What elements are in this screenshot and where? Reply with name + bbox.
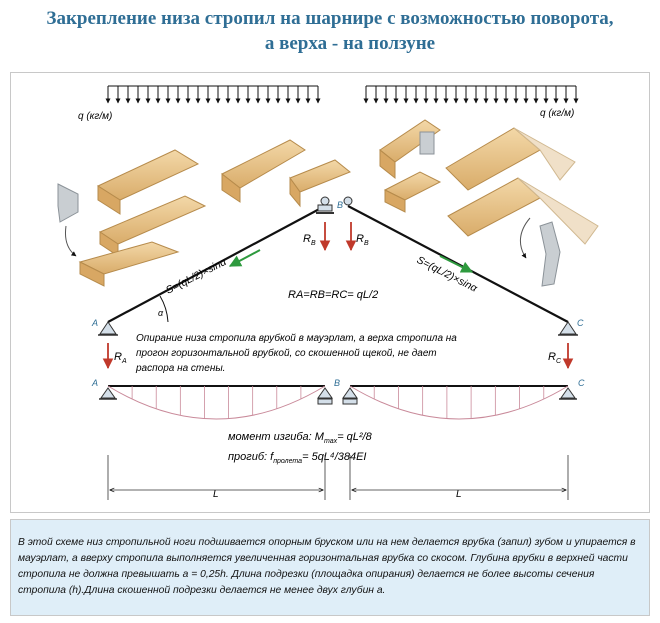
moment-curve-right <box>349 385 569 420</box>
beam-support-a <box>99 387 117 400</box>
node-c-beam: C <box>578 378 585 388</box>
joint-illustration-ridge-left <box>221 139 351 208</box>
reaction-label-b-left: RB <box>303 233 316 247</box>
node-b-beam: B <box>334 378 340 388</box>
support-c <box>558 321 578 336</box>
force-arrow-right <box>439 255 474 273</box>
deflection-formula: прогиб: fпролета= 5qL⁴/384EI <box>228 451 367 465</box>
joint-illustration-ridge-right <box>379 119 442 213</box>
span-label-right: L <box>456 489 462 500</box>
joint-illustration-truss <box>445 127 599 287</box>
reaction-label-b-right: RB <box>356 233 369 247</box>
beam-support-b <box>317 387 358 405</box>
moment-curve-left <box>107 385 326 420</box>
force-label-left: S=(qL/2)×sinα <box>164 256 229 297</box>
distributed-load-left <box>105 85 321 104</box>
description-line-1: Опирание низа стропила врубкой в мауэрла… <box>136 332 457 344</box>
reactions-equation: RA=RB=RC= qL/2 <box>288 289 378 301</box>
node-a-top: A <box>91 318 98 328</box>
moment-hatching <box>131 386 545 419</box>
page-title: Закрепление низа стропил на шарнире с во… <box>0 6 660 56</box>
node-a-beam: A <box>91 378 98 388</box>
load-label-right: q (кг/м) <box>540 108 574 119</box>
support-a <box>98 321 118 336</box>
support-b-left <box>316 196 334 214</box>
title-line-1: Закрепление низа стропил на шарнире с во… <box>46 8 614 29</box>
beam-support-c <box>559 387 577 400</box>
force-arrow-left <box>228 249 261 267</box>
angle-arc <box>159 295 169 323</box>
angle-label: α <box>158 308 164 318</box>
rafter-left <box>107 205 326 323</box>
load-label-left: q (кг/м) <box>78 111 112 122</box>
distributed-load-right <box>363 85 579 104</box>
node-c-top: C <box>577 318 584 328</box>
span-label-left: L <box>213 489 219 500</box>
moment-formula: момент изгиба: Mmax= qL²/8 <box>228 431 373 445</box>
joint-illustration-mauerlat <box>57 149 207 287</box>
description-line-3: распора на стены. <box>135 363 225 374</box>
description-line-2: прогон горизонтальной врубкой, со скошен… <box>136 347 437 359</box>
support-b-right <box>343 196 353 206</box>
explanation-note: В этой схеме низ стропильной ноги подшив… <box>10 519 650 616</box>
reaction-label-c: RC <box>548 351 562 365</box>
title-line-2: а верха - на ползуне <box>264 33 436 54</box>
reaction-label-a: RA <box>114 351 127 365</box>
node-b-top: B <box>337 200 343 210</box>
